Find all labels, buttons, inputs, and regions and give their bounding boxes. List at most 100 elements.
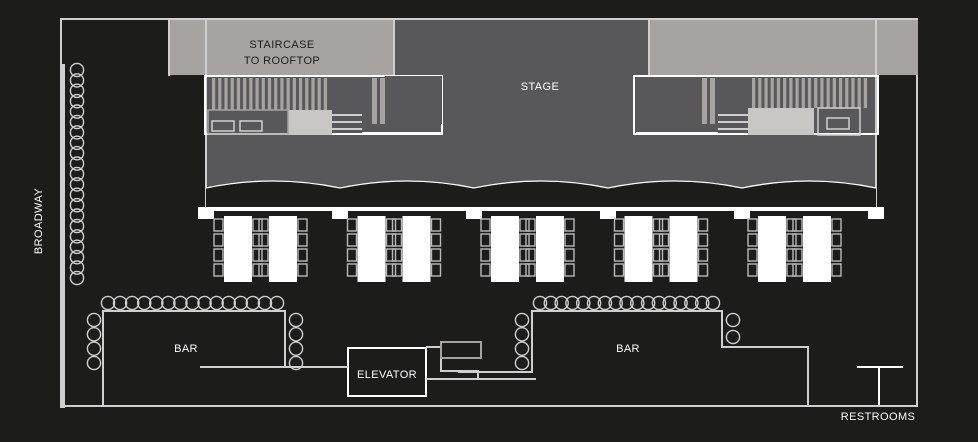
chair [519,233,530,247]
chair [831,248,842,262]
chair [297,233,308,247]
broadway-label: BROADWAY [33,188,45,254]
stair-tread [230,78,234,110]
stage-label: STAGE [521,81,559,93]
banquet-table [669,216,698,282]
bar-seat [86,327,102,342]
broadway-seat [69,166,85,182]
chair [564,218,575,232]
right-staircase-assembly [633,75,879,136]
stair-tread [267,78,272,110]
elevator-left-connector [285,366,348,368]
bar-seat [514,355,530,371]
chair [831,233,842,247]
left-stair-landing [288,110,332,135]
banquet-table [536,216,564,282]
chair [697,263,709,277]
chair [786,218,797,232]
stair-tread [255,78,259,110]
stair-tread [863,78,868,108]
arch-curve [741,180,877,189]
chair [786,263,797,277]
bar-seat [288,341,304,356]
bar-seat [514,341,530,356]
stair-tread [838,78,843,108]
chair [213,248,224,262]
chair [346,248,358,262]
stair-tread [286,78,290,110]
stair-tread [292,78,296,110]
elevator-shaft [347,347,427,397]
bar-seat [662,295,678,311]
broadway-seat [69,135,85,151]
broadway-seat [69,73,85,88]
stair-tread [243,78,247,110]
chair [652,218,664,232]
chair [697,218,709,232]
stair-tread [317,78,321,110]
right-small-steps [718,114,748,130]
stair-tread [795,78,799,108]
right-stair-treads [752,78,868,108]
chair [831,263,842,277]
chair [258,233,269,247]
broadway-seat [69,249,85,265]
stair-tread [789,78,793,108]
bar-seat [269,295,285,311]
banquet-table-area [213,216,842,282]
arch-curve [473,180,609,189]
chair [213,218,224,232]
stair-tread [280,78,284,110]
bar-seat [185,295,200,311]
banquet-table [624,216,653,282]
chair [564,233,575,247]
broadway-seat [69,114,85,130]
chair [385,233,397,247]
bar-seat [543,295,559,311]
arch-void [742,181,876,210]
arch-row [205,180,877,210]
stair-tread [224,78,228,110]
broadway-seat [69,218,85,234]
broadway-seat [69,93,85,109]
chair [525,263,536,277]
chair [697,233,709,247]
chair [258,218,269,232]
arch-void [474,181,608,210]
banquet-table [357,216,386,282]
elevator-lobby-outline [426,346,479,379]
chair [525,248,536,262]
chair [564,263,575,277]
bar-seat [575,295,591,311]
restrooms-group: RESTROOMS [841,366,916,423]
chair [480,263,491,277]
banquet-table [491,216,519,282]
chair [430,248,442,262]
bar-seat [257,295,273,311]
bar-right-counter [458,310,809,405]
chair [519,248,530,262]
chair [652,248,664,262]
elevator-label: ELEVATOR [357,369,417,381]
stair-tread [851,78,855,108]
broadway-seat [69,197,85,213]
staircase-label-line2: TO ROOFTOP [244,55,320,67]
stair-tread [249,78,253,110]
bar-seat [86,355,102,371]
stair-tread [274,78,278,110]
restrooms-label: RESTROOMS [841,411,916,423]
chair [480,233,491,247]
chair [346,233,358,247]
chair [564,248,575,262]
left-fixture-b [239,120,263,132]
chair [658,248,670,262]
chair [480,248,491,262]
bar-left-group: BAR [86,295,304,407]
bar-seat [597,295,613,311]
broadway-seat [69,177,85,192]
chair [747,263,758,277]
bar-seat [586,295,602,311]
bar-seat [148,295,164,311]
arch-piers [198,207,884,219]
bar-seat [684,295,699,311]
